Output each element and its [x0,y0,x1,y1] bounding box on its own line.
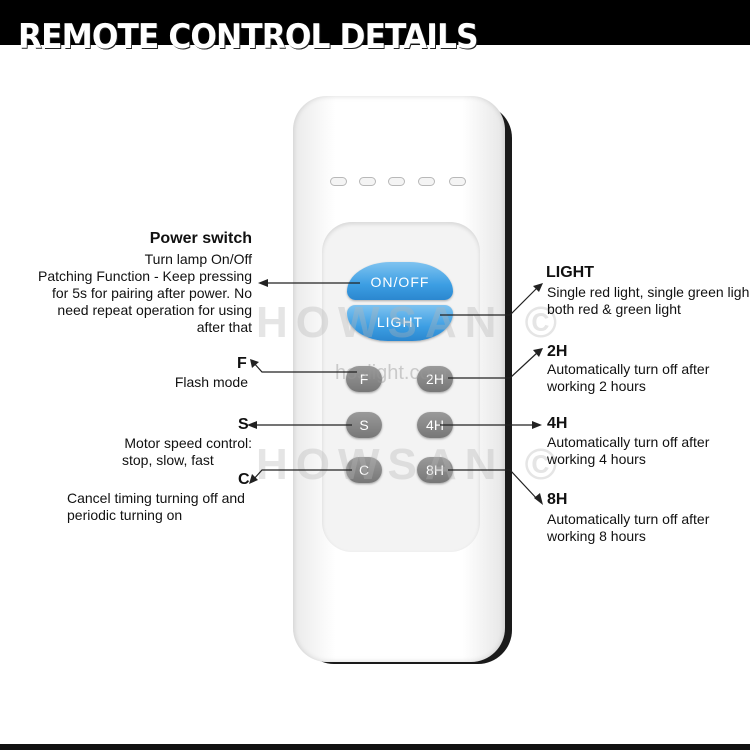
4h-label-desc-1: Automatically turn off after [547,434,710,450]
indicator-led-4 [418,177,435,186]
light-button[interactable]: LIGHT [347,305,453,341]
2h-arrowhead [533,348,543,357]
power-switch-desc-2: Patching Function - Keep pressing [37,268,252,284]
power-switch-desc-3: for 5s for pairing after power. No [52,285,252,301]
watermark-url: hoslight.com [335,362,448,384]
light-label-title: LIGHT [546,264,594,281]
bottom-border-bar [0,744,750,750]
8h-label-desc-2: working 8 hours [547,528,646,544]
8h-button[interactable]: 8H [417,457,453,483]
s-label-title: S [238,416,249,433]
s-label-desc-2: stop, slow, fast [122,452,214,468]
2h-label-desc-2: working 2 hours [547,378,646,394]
light-arrowhead [533,283,543,292]
light-label-desc-2: both red & green light [547,301,681,317]
c-label-desc-1: Cancel timing turning off and [67,490,245,506]
f-label-title: F [237,355,247,372]
power-switch-title: Power switch [149,230,252,247]
s-label-desc-1: Motor speed control: [124,435,252,451]
power-switch-desc-4: need repeat operation for using [57,302,252,318]
power-arrowhead [258,279,268,287]
power-switch-desc-1: Turn lamp On/Off [144,251,252,267]
8h-label-desc-1: Automatically turn off after [547,511,710,527]
indicator-led-1 [330,177,347,186]
banner-title: REMOTE CONTROL DETAILS [18,17,479,57]
indicator-led-3 [388,177,405,186]
8h-arrowhead [534,493,543,505]
4h-button[interactable]: 4H [417,412,453,438]
2h-button[interactable]: 2H [417,366,453,392]
2h-label-desc-1: Automatically turn off after [547,361,710,377]
indicator-led-2 [359,177,376,186]
c-label-desc-2: periodic turning on [67,507,183,523]
on-off-button[interactable]: ON/OFF [347,262,453,300]
4h-label-desc-2: working 4 hours [547,451,646,467]
8h-label-title: 8H [547,491,568,508]
power-switch-desc-5: after that [196,319,252,335]
4h-arrowhead [532,421,542,429]
s-button[interactable]: S [346,412,382,438]
title-banner: REMOTE CONTROL DETAILS [0,0,750,57]
watermark-brand-lower: HOWSAN © [256,440,566,489]
f-label-desc: Flash mode [174,374,248,390]
c-button[interactable]: C [346,457,382,483]
f-arrowhead [250,359,259,368]
4h-label-title: 4H [547,415,568,432]
light-label-desc-1: Single red light, single green ligh [547,284,750,300]
watermark-brand-upper: HOWSAN © [256,298,566,347]
2h-label-title: 2H [547,343,568,360]
c-label-title: C [238,471,250,488]
indicator-led-5 [449,177,466,186]
